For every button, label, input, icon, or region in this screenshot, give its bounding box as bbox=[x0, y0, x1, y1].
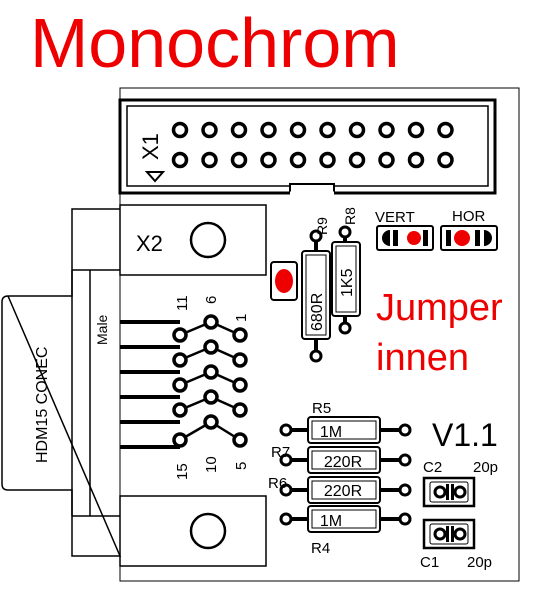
pin1-marker-icon bbox=[144, 171, 166, 183]
capacitor-c2-value: 20p bbox=[473, 459, 498, 476]
resistor-r4-ref: R4 bbox=[311, 540, 330, 557]
header-label: X1 bbox=[138, 133, 163, 160]
resistor-r8-ref: R8 bbox=[342, 207, 358, 225]
resistor-r8-value: 1K5 bbox=[339, 268, 356, 297]
solder-pad-red bbox=[270, 261, 298, 301]
vga-pin bbox=[232, 432, 248, 448]
header-pin bbox=[260, 121, 277, 139]
header-pin bbox=[319, 121, 336, 139]
vga-pin bbox=[232, 377, 248, 393]
resistor-pad bbox=[398, 423, 412, 437]
pin-number-11: 11 bbox=[174, 295, 191, 311]
resistor-pad bbox=[279, 453, 293, 467]
resistor-inner bbox=[311, 420, 377, 440]
header-pin bbox=[260, 151, 277, 169]
vga-pin bbox=[172, 402, 188, 418]
resistor-r7-ref: R7 bbox=[271, 444, 290, 461]
capacitor-c1-ref: C1 bbox=[420, 554, 439, 571]
header-pin bbox=[171, 151, 189, 169]
header-pin bbox=[171, 121, 189, 139]
vga-pin bbox=[172, 432, 188, 448]
connector-label: HDM15 CONEC bbox=[34, 347, 51, 463]
resistor-inner bbox=[311, 450, 377, 470]
capacitor-c2-ref: C2 bbox=[423, 459, 442, 476]
resistor-inner bbox=[311, 509, 377, 529]
capacitor-c1 bbox=[422, 518, 476, 550]
vga-pin bbox=[172, 352, 188, 368]
header-pin bbox=[289, 121, 307, 139]
resistor-r5-ref: R5 bbox=[312, 400, 331, 417]
resistor-r8 bbox=[331, 225, 361, 335]
resistor-r9 bbox=[301, 229, 331, 363]
resistor-r7-value: 220R bbox=[324, 454, 362, 471]
resistor-r6-ref: R6 bbox=[268, 475, 287, 492]
resistor-pad bbox=[398, 483, 412, 497]
vga-pin bbox=[232, 402, 248, 418]
mount-hole-bottom bbox=[189, 512, 227, 550]
resistor-r4-value: 1M bbox=[320, 513, 342, 530]
header-pin bbox=[348, 121, 366, 139]
header-pin bbox=[378, 121, 395, 139]
pin-number-5: 5 bbox=[233, 462, 250, 470]
resistor-inner bbox=[311, 480, 377, 500]
capacitor-c1-value: 20p bbox=[467, 554, 492, 571]
vga-pin bbox=[232, 327, 248, 343]
resistor-pad bbox=[279, 512, 293, 526]
vga-pin bbox=[203, 339, 219, 355]
header-pin bbox=[437, 121, 454, 139]
capacitor-c2 bbox=[422, 476, 476, 508]
jumper-hor-label: HOR bbox=[452, 208, 486, 225]
header-pin bbox=[348, 151, 366, 169]
header-pin bbox=[437, 151, 454, 169]
resistor-pad bbox=[398, 453, 412, 467]
vga-pin bbox=[203, 364, 219, 380]
header-pin bbox=[407, 121, 425, 139]
jumper-hor bbox=[440, 225, 498, 251]
header-pin bbox=[319, 151, 336, 169]
vga-pin bbox=[172, 377, 188, 393]
version-label: V1.1 bbox=[432, 417, 498, 453]
header-pin bbox=[289, 151, 307, 169]
jumper-note-line1: Jumper bbox=[376, 287, 503, 329]
header-pin bbox=[201, 121, 218, 139]
vga-pin bbox=[203, 389, 219, 405]
pin-number-1: 1 bbox=[233, 314, 250, 322]
resistor-r9-ref: R9 bbox=[314, 217, 330, 235]
resistor-pad bbox=[398, 512, 412, 526]
pin-number-10: 10 bbox=[203, 456, 220, 473]
header-x1 bbox=[118, 98, 497, 195]
header-pin bbox=[201, 151, 218, 169]
jumper-vert bbox=[376, 225, 434, 251]
board-outline bbox=[119, 87, 520, 582]
resistor-r6-value: 220R bbox=[324, 483, 362, 500]
jumper-note-line2: innen bbox=[376, 337, 469, 379]
board-title: Monochrom bbox=[30, 4, 400, 82]
resistor-pad bbox=[279, 483, 293, 497]
resistor-pad bbox=[279, 423, 293, 437]
vga-pin bbox=[232, 352, 248, 368]
connector-gender: Male bbox=[94, 314, 110, 345]
jumper-vert-label: VERT bbox=[375, 209, 415, 226]
vga-pin bbox=[203, 414, 219, 430]
header-pin bbox=[407, 151, 425, 169]
header-pin bbox=[230, 151, 248, 169]
resistor-r9-value: 680R bbox=[309, 293, 326, 331]
vga-pin bbox=[172, 327, 188, 343]
pin-number-15: 15 bbox=[174, 463, 191, 480]
vga-connector bbox=[1, 204, 267, 567]
resistor-r5-value: 1M bbox=[320, 424, 342, 441]
mount-label: X2 bbox=[136, 231, 163, 256]
header-pin bbox=[378, 151, 395, 169]
mount-hole-top bbox=[189, 221, 227, 259]
vga-pin bbox=[203, 314, 219, 330]
header-pin bbox=[230, 121, 248, 139]
pin-number-6: 6 bbox=[203, 296, 220, 304]
